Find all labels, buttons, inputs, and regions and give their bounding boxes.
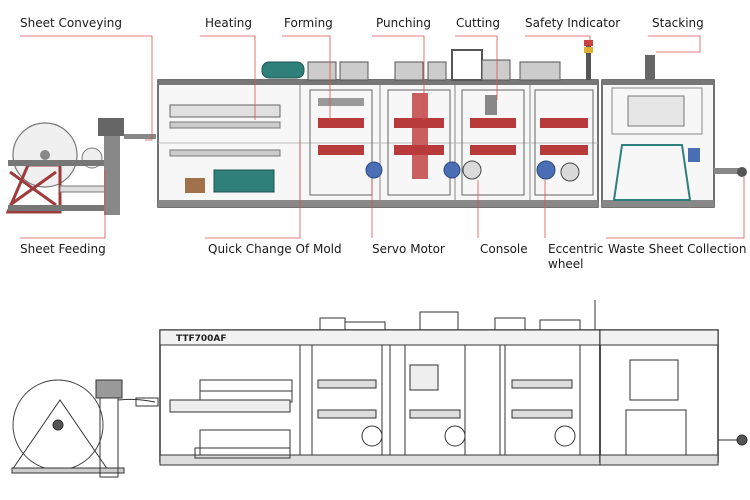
label-cutting: Cutting — [456, 16, 500, 30]
label-safety-indicator: Safety Indicator — [525, 16, 621, 30]
leader-lines — [20, 35, 745, 239]
heating-section — [169, 61, 305, 193]
label-waste-sheet-collection-part: Waste Sheet Collection Part — [608, 242, 750, 256]
label-console: Console — [480, 242, 528, 256]
label-punching: Punching — [376, 16, 431, 30]
cutting-station — [451, 49, 525, 196]
label-forming: Forming — [284, 16, 333, 30]
label-eccentric-wheel: Eccentric wheel — [548, 242, 604, 271]
label-stacking: Stacking — [652, 16, 704, 30]
bottom-machine-view — [11, 300, 748, 478]
machine-model-label: TTF700AF — [176, 334, 227, 344]
label-sheet-feeding: Sheet Feeding — [20, 242, 106, 256]
label-quick-change-of-mold: Quick Change Of Mold — [208, 242, 342, 256]
label-servo-motor: Servo Motor — [372, 242, 445, 256]
stacking-unit — [601, 55, 747, 208]
top-machine-view — [5, 40, 747, 215]
label-sheet-conveying: Sheet Conveying — [20, 16, 122, 30]
extra-station — [519, 61, 594, 196]
safety-indicator-lamp — [584, 40, 593, 80]
sheet-feeder-unit — [5, 118, 156, 215]
label-heating: Heating — [205, 16, 253, 30]
forming-station — [307, 61, 383, 196]
